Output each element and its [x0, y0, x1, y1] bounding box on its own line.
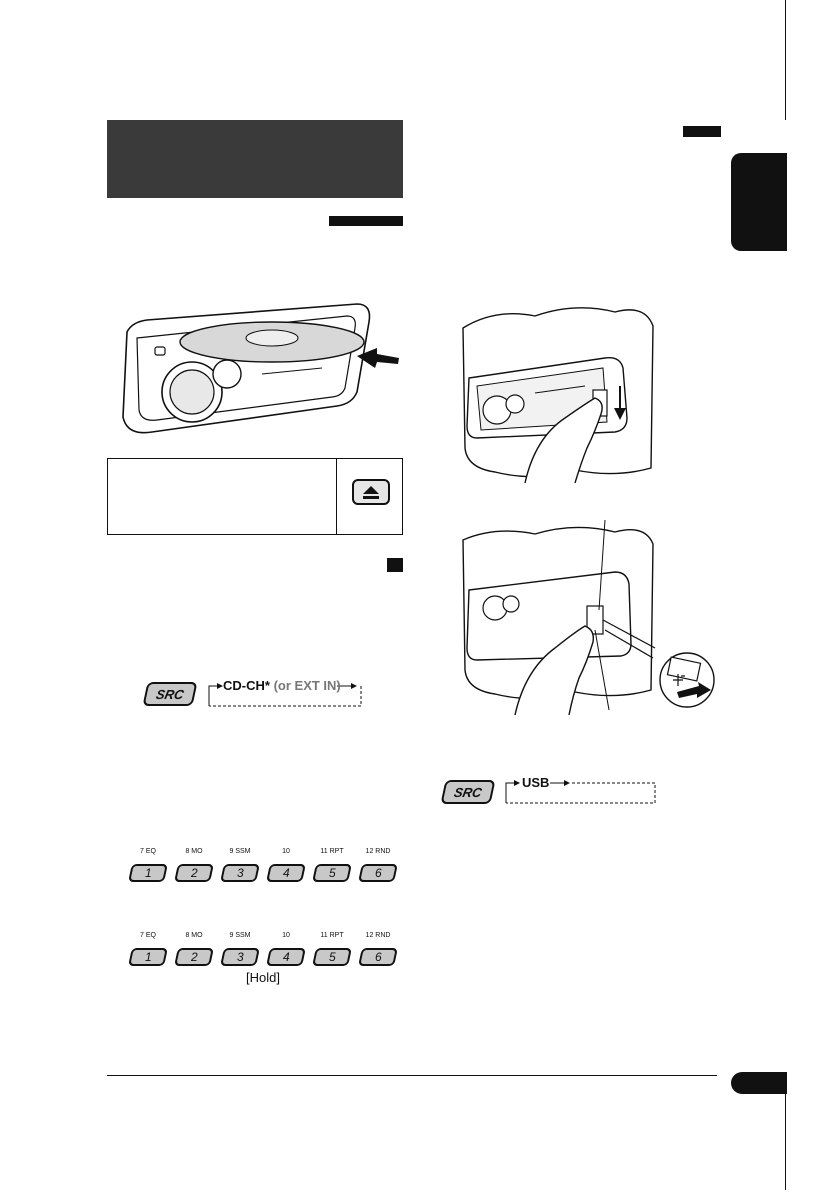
- preset-row2-button-number: 2: [190, 950, 198, 964]
- eject-info-table: [107, 458, 403, 535]
- src-button-label: SRC: [154, 686, 186, 702]
- number-buttons-row-2: 7 EQ 1 8 MO 2 9 SSM 3 10 4 11 RPT 5 12 RND 6: [128, 932, 400, 972]
- table-divider: [336, 459, 337, 534]
- number-buttons-row-1: 7 EQ 1 8 MO 2 9 SSM 3 10 4 11 RPT 5 12 RND 6: [128, 848, 400, 888]
- page-number-pill: [731, 1072, 787, 1094]
- preset-row1-button-number: 2: [190, 866, 198, 880]
- top-right-rule: [785, 0, 786, 120]
- preset-row2-button-1[interactable]: 1: [128, 948, 168, 966]
- preset-row1-label-6: 12 RND: [365, 848, 391, 855]
- preset-row1-button-number: 5: [328, 866, 336, 880]
- preset-row2-label-5: 11 RPT: [320, 932, 344, 939]
- eject-button[interactable]: [352, 479, 390, 505]
- preset-row2-button-2[interactable]: 2: [174, 948, 214, 966]
- eject-icon: [363, 486, 379, 499]
- src-button-cd-changer[interactable]: SRC: [142, 682, 198, 706]
- preset-row2-label-1: 7 EQ: [140, 932, 156, 939]
- preset-row2-label-2: 8 MO: [185, 932, 203, 939]
- preset-row2-button-number: 4: [282, 950, 290, 964]
- hold-label: [Hold]: [246, 970, 280, 985]
- preset-row1-button-number: 3: [236, 866, 244, 880]
- preset-row1-button-3[interactable]: 3: [220, 864, 260, 882]
- preset-row1-button-number: 1: [144, 866, 152, 880]
- preset-row1-label-1: 7 EQ: [140, 848, 156, 855]
- preset-row1-label-3: 9 SSM: [229, 848, 251, 855]
- usb-insert-illustration: [462, 520, 715, 715]
- usb-section-tab: [683, 126, 721, 137]
- preset-row1-label-5: 11 RPT: [320, 848, 344, 855]
- preset-row2-button-6[interactable]: 6: [358, 948, 398, 966]
- preset-row2-button-5[interactable]: 5: [312, 948, 352, 966]
- preset-row1-button-6[interactable]: 6: [358, 864, 398, 882]
- src-button-usb-label: SRC: [452, 784, 484, 800]
- footer-rule: [107, 1075, 717, 1076]
- preset-row2-button-number: 5: [328, 950, 336, 964]
- preset-row1-button-2[interactable]: 2: [174, 864, 214, 882]
- src-button-usb[interactable]: SRC: [440, 780, 496, 804]
- preset-row1-label-4: 10: [282, 848, 290, 855]
- preset-row1-button-5[interactable]: 5: [312, 864, 352, 882]
- disc-insert-illustration: [122, 303, 399, 434]
- arrow-icon: [357, 348, 399, 368]
- cd-changer-flow-arrow: [208, 683, 362, 707]
- usb-flow-arrow: [505, 780, 656, 804]
- preset-row2-button-number: 3: [236, 950, 244, 964]
- cd-changer-label: CD-CH*: [223, 678, 270, 693]
- preset-row2-label-3: 9 SSM: [229, 932, 251, 939]
- language-side-tab: [731, 153, 787, 251]
- cd-changer-flow-label: CD-CH* (or EXT IN): [223, 678, 341, 693]
- bottom-right-rule: [785, 1092, 786, 1190]
- ext-in-label: (or EXT IN): [273, 678, 341, 693]
- preset-row2-label-6: 12 RND: [365, 932, 391, 939]
- step-marker-square: [387, 558, 403, 572]
- preset-row2-button-number: 1: [144, 950, 152, 964]
- preset-row2-button-number: 6: [374, 950, 382, 964]
- usb-icon: [673, 674, 685, 686]
- disc-section-tab: [329, 216, 403, 226]
- preset-row1-label-2: 8 MO: [185, 848, 203, 855]
- preset-row1-button-4[interactable]: 4: [266, 864, 306, 882]
- preset-row1-button-number: 4: [282, 866, 290, 880]
- usb-flow-label: USB: [522, 775, 550, 790]
- faceplate-detach-illustration: [462, 307, 654, 483]
- preset-row1-button-1[interactable]: 1: [128, 864, 168, 882]
- section-title-box: [107, 120, 403, 198]
- preset-row2-button-3[interactable]: 3: [220, 948, 260, 966]
- preset-row2-button-4[interactable]: 4: [266, 948, 306, 966]
- preset-row2-label-4: 10: [282, 932, 290, 939]
- preset-row1-button-number: 6: [374, 866, 382, 880]
